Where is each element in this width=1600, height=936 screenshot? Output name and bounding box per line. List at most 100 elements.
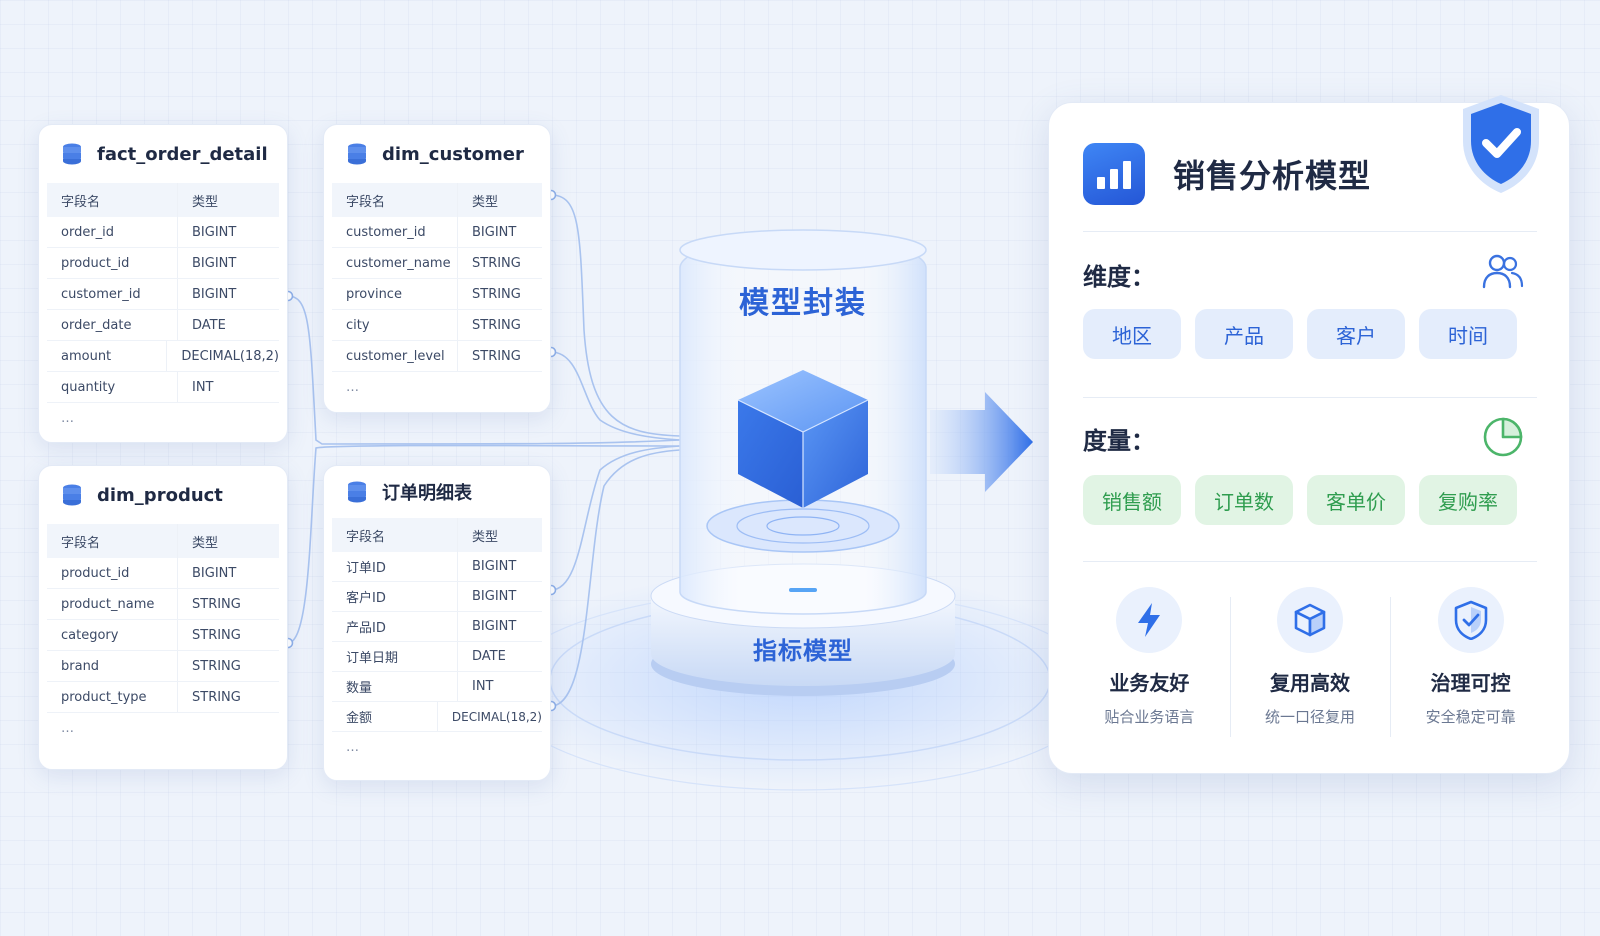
feature-title: 治理可控: [1430, 671, 1511, 695]
database-icon: [63, 484, 81, 506]
table-name: fact_order_detail: [97, 143, 268, 165]
lightning-icon: [1116, 587, 1183, 653]
field-name: quantity: [47, 372, 178, 402]
field-type: BIGINT: [192, 255, 237, 271]
field-name: 订单ID: [332, 552, 458, 581]
table-row: 订单ID BIGINT: [332, 552, 542, 582]
dimension-chip[interactable]: 时间: [1419, 309, 1517, 359]
feature-subtitle: 贴合业务语言: [1104, 708, 1195, 726]
database-icon: [348, 481, 366, 503]
cube-icon: [1277, 587, 1343, 653]
table-name: 订单明细表: [382, 483, 472, 504]
table-column-header: 字段名 类型: [332, 183, 542, 217]
cube-icon: [737, 370, 869, 508]
shield-icon: [1437, 587, 1504, 653]
field-name: product_id: [47, 558, 178, 588]
field-type: STRING: [472, 317, 521, 333]
dimension-chip[interactable]: 产品: [1195, 309, 1293, 359]
field-name: 产品ID: [332, 612, 458, 641]
field-name: 数量: [332, 672, 458, 701]
connector-lines: [287, 194, 681, 707]
field-name: city: [332, 310, 458, 340]
field-type: BIGINT: [192, 286, 237, 302]
field-type: BIGINT: [472, 619, 517, 634]
field-name: 金额: [332, 702, 438, 731]
database-icon: [63, 143, 81, 165]
field-name: product_name: [47, 589, 178, 619]
field-name: product_id: [47, 248, 178, 278]
table-row: customer_level STRING: [332, 341, 542, 372]
inner-ring: [736, 508, 870, 544]
feature-subtitle: 统一口径复用: [1265, 708, 1356, 726]
measure-chips: 销售额 订单数 客单价 复购率: [1083, 475, 1517, 525]
table-row: product_name STRING: [47, 589, 279, 620]
field-type: STRING: [192, 596, 241, 612]
divider: [1083, 561, 1537, 562]
field-type: STRING: [472, 348, 521, 364]
measure-chip[interactable]: 销售额: [1083, 475, 1181, 525]
measure-chip[interactable]: 订单数: [1195, 475, 1293, 525]
field-type: STRING: [192, 627, 241, 643]
field-type: BIGINT: [472, 559, 517, 574]
field-name: amount: [47, 341, 168, 371]
table-row: quantity INT: [47, 372, 279, 403]
feature-list: 业务友好 贴合业务语言 复用高效 统一口径复用 治理: [1069, 587, 1551, 737]
field-column-label: 字段名: [332, 183, 458, 217]
field-type: BIGINT: [192, 224, 237, 240]
field-type: DECIMAL(18,2): [181, 348, 279, 364]
table-header: 订单明细表: [324, 466, 550, 518]
measure-chip[interactable]: 客单价: [1307, 475, 1405, 525]
table-header: dim_customer: [324, 125, 550, 183]
table-row: product_id BIGINT: [47, 248, 279, 279]
table-row: customer_name STRING: [332, 248, 542, 279]
table-row: amount DECIMAL(18,2): [47, 341, 279, 372]
table-row: 数量 INT: [332, 672, 542, 702]
more-rows-ellipsis: …: [61, 410, 74, 426]
field-name: 订单日期: [332, 642, 458, 671]
dimension-chip[interactable]: 客户: [1307, 309, 1405, 359]
feature-item: 复用高效 统一口径复用: [1229, 587, 1391, 737]
field-type: DATE: [472, 649, 506, 664]
table-row: 金额 DECIMAL(18,2): [332, 702, 542, 732]
dimension-chip[interactable]: 地区: [1083, 309, 1181, 359]
field-name: product_type: [47, 682, 178, 712]
field-column-label: 字段名: [332, 518, 458, 552]
pie-chart-icon: [1483, 417, 1523, 457]
field-type: STRING: [192, 689, 241, 705]
field-name: brand: [47, 651, 178, 681]
metric-model-label: 指标模型: [753, 637, 853, 665]
field-type: STRING: [192, 658, 241, 674]
type-column-label: 类型: [192, 194, 219, 210]
field-type: INT: [472, 679, 494, 694]
indicator-light: [789, 588, 817, 592]
field-column-label: 字段名: [47, 524, 178, 558]
field-type: INT: [192, 379, 214, 395]
inner-ring: [766, 516, 840, 536]
feature-subtitle: 安全稳定可靠: [1425, 708, 1516, 726]
field-type: DECIMAL(18,2): [451, 709, 542, 724]
type-column-label: 类型: [472, 529, 499, 545]
field-name: customer_name: [332, 248, 458, 278]
table-column-header: 字段名 类型: [332, 518, 542, 552]
table-row: 订单日期 DATE: [332, 642, 542, 672]
database-icon: [348, 143, 366, 165]
field-name: customer_level: [332, 341, 458, 371]
measure-chip[interactable]: 复购率: [1419, 475, 1517, 525]
field-type: DATE: [192, 317, 226, 333]
field-type: STRING: [472, 286, 521, 302]
feature-item: 业务友好 贴合业务语言: [1069, 587, 1230, 737]
table-name: dim_product: [97, 484, 223, 506]
more-rows-ellipsis: …: [346, 739, 359, 755]
field-type: STRING: [472, 255, 521, 271]
